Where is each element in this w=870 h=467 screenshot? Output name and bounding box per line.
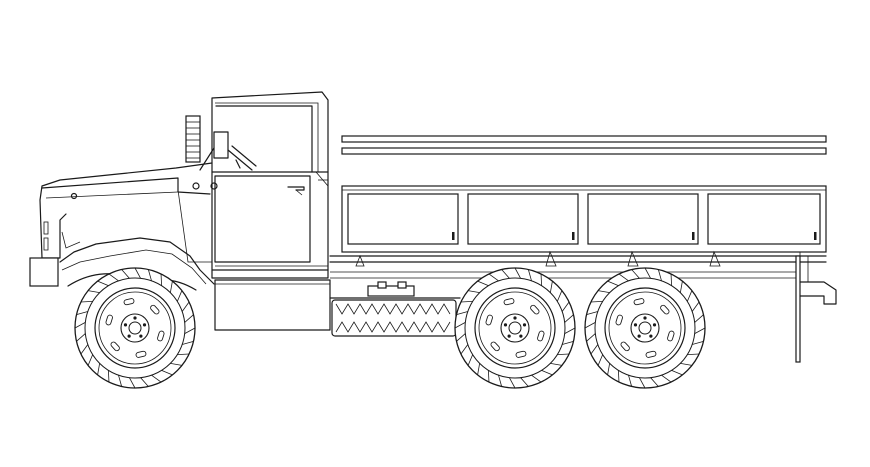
cargo-panel-1 [347, 193, 459, 245]
cargo-panel-2 [467, 193, 579, 245]
cab [211, 91, 331, 331]
wheels [74, 267, 706, 389]
cab-window [215, 105, 313, 173]
front-fender [59, 237, 215, 285]
cargo-panel-4 [707, 193, 821, 245]
cargo-bed [329, 135, 837, 363]
front-wheel [74, 267, 196, 389]
middle-wheel [454, 267, 576, 389]
steering-wheel [227, 145, 257, 171]
top-rail-2 [341, 147, 827, 155]
headlight-small [192, 182, 200, 190]
hood-vents [185, 115, 201, 163]
cab-door [214, 175, 311, 263]
side-mirror [213, 131, 229, 159]
top-rail-1 [341, 135, 827, 143]
rear-wheel [584, 267, 706, 389]
spare-tire [331, 299, 457, 337]
hood [29, 115, 229, 291]
rear-post [795, 255, 801, 363]
cargo-panel-3 [587, 193, 699, 245]
cab-step [214, 279, 331, 331]
tail-bumper [799, 281, 837, 305]
door-handle [287, 186, 305, 191]
front-bumper [29, 257, 59, 287]
